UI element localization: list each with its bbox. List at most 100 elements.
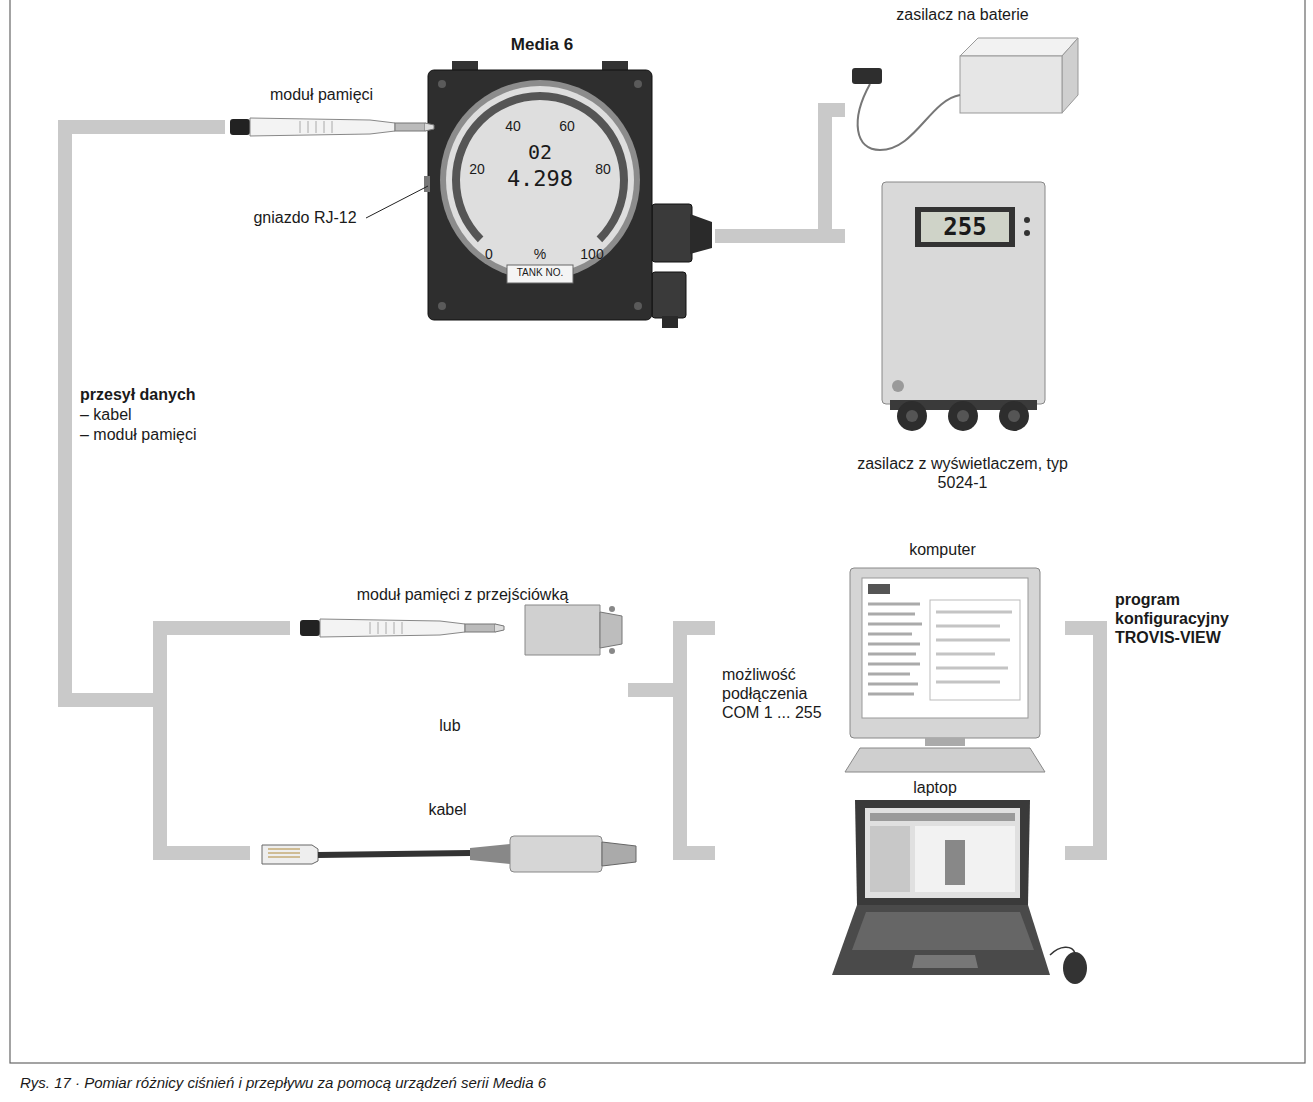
display-power-supply xyxy=(948,401,978,431)
note: możliwość podłączenia COM 1 ... 255 xyxy=(722,665,830,723)
laptop-computer xyxy=(832,905,1050,975)
serial-cable xyxy=(262,845,318,864)
group-heading: przesył danych xyxy=(80,385,260,404)
display-power-supply xyxy=(892,380,904,392)
desktop-computer xyxy=(868,584,890,594)
software-bracket xyxy=(1065,628,1100,853)
memory-module xyxy=(425,123,434,131)
media6-device xyxy=(424,61,712,328)
display-value: 02 xyxy=(515,140,565,164)
desktop-computer xyxy=(936,612,1012,682)
leader-line xyxy=(366,186,428,218)
laptop-computer xyxy=(852,912,1034,950)
display-power-supply xyxy=(999,401,1029,431)
media6-device xyxy=(424,176,430,192)
memory-module-with-adapter xyxy=(300,605,622,655)
scale-unit: % xyxy=(528,246,552,263)
laptop-computer xyxy=(912,955,978,968)
memory-module-with-adapter xyxy=(300,620,320,636)
node-text: kabel xyxy=(428,800,466,819)
memory-module-with-adapter xyxy=(370,622,402,634)
memory-module xyxy=(230,118,434,136)
laptop-computer xyxy=(1063,952,1087,984)
serial-cable xyxy=(470,844,510,864)
display-power-supply xyxy=(882,182,1045,404)
media6-device xyxy=(652,272,686,318)
memory-module-with-adapter xyxy=(320,619,465,637)
node-text: komputer xyxy=(909,540,976,559)
note: lub xyxy=(430,716,470,735)
device-label: moduł pamięci xyxy=(225,85,418,145)
com-bracket xyxy=(680,628,715,853)
laptop-computer xyxy=(855,800,1030,905)
display-power-supply xyxy=(1024,230,1030,236)
media6-device xyxy=(634,80,642,88)
laptop-computer xyxy=(870,813,1015,821)
display-power-supply xyxy=(957,410,969,422)
serial-cable xyxy=(318,853,470,855)
display-power-supply xyxy=(921,212,1009,242)
serial-cable xyxy=(262,836,636,872)
battery-power-supply xyxy=(852,68,882,84)
serial-cable xyxy=(602,842,636,866)
frame xyxy=(10,0,1305,1063)
media6-device xyxy=(662,316,678,328)
laptop-computer xyxy=(915,826,1015,892)
leader-line xyxy=(366,186,428,218)
battery-power-supply xyxy=(852,38,1078,150)
memory-module-with-adapter xyxy=(609,648,615,654)
device-label: komputer xyxy=(830,540,1055,775)
memory-module-with-adapter xyxy=(525,605,600,655)
battery-power-supply xyxy=(960,56,1062,113)
node-text: zasilacz na baterie xyxy=(896,5,1029,24)
desktop-computer xyxy=(850,568,1040,738)
display-power-supply xyxy=(882,182,1045,431)
media6-device xyxy=(428,70,652,320)
connector-bar xyxy=(715,229,845,243)
connector-bar xyxy=(715,110,845,236)
device-label: zasilacz na baterie xyxy=(845,5,1080,175)
desktop-computer xyxy=(868,604,922,694)
display-value: 4.298 xyxy=(480,166,600,192)
frame xyxy=(10,0,1305,1063)
battery-power-supply xyxy=(858,84,960,150)
media6-device xyxy=(634,302,642,310)
media6-device xyxy=(652,204,692,262)
desktop-computer xyxy=(862,578,1028,718)
device-label: moduł pamięci z przejściówką xyxy=(290,585,635,665)
memory-module-with-adapter xyxy=(600,612,622,648)
display-power-supply xyxy=(897,401,927,431)
memory-module xyxy=(300,121,332,133)
memory-module-with-adapter xyxy=(495,624,504,632)
serial-cable xyxy=(268,849,300,857)
battery-power-supply xyxy=(1062,38,1078,113)
scale-number: 80 xyxy=(588,161,618,178)
scale-number: 100 xyxy=(573,246,611,263)
laptop-computer xyxy=(870,826,910,892)
com-bracket xyxy=(628,683,680,697)
desktop-computer xyxy=(845,748,1045,772)
desktop-computer xyxy=(845,568,1045,772)
list-item: – kabel xyxy=(80,405,260,424)
node-text: laptop xyxy=(913,778,957,797)
scale-number: 40 xyxy=(498,118,528,135)
media6-device xyxy=(507,265,573,283)
laptop-computer xyxy=(945,840,965,885)
scale-number: 0 xyxy=(476,246,502,263)
figure-caption: Rys. 17 · Pomiar różnicy ciśnień i przep… xyxy=(20,1074,546,1092)
media6-device xyxy=(446,86,634,274)
scale-number: 20 xyxy=(462,161,492,178)
display-value: 255 xyxy=(921,212,1009,242)
memory-module-with-adapter xyxy=(609,606,615,612)
display-power-supply xyxy=(915,207,1015,247)
list-item: – moduł pamięci xyxy=(80,425,260,444)
battery-power-supply xyxy=(960,38,1078,56)
scale-number: 60 xyxy=(552,118,582,135)
display-power-supply xyxy=(906,410,918,422)
display-power-supply xyxy=(1024,217,1030,223)
media6-device xyxy=(690,214,712,254)
